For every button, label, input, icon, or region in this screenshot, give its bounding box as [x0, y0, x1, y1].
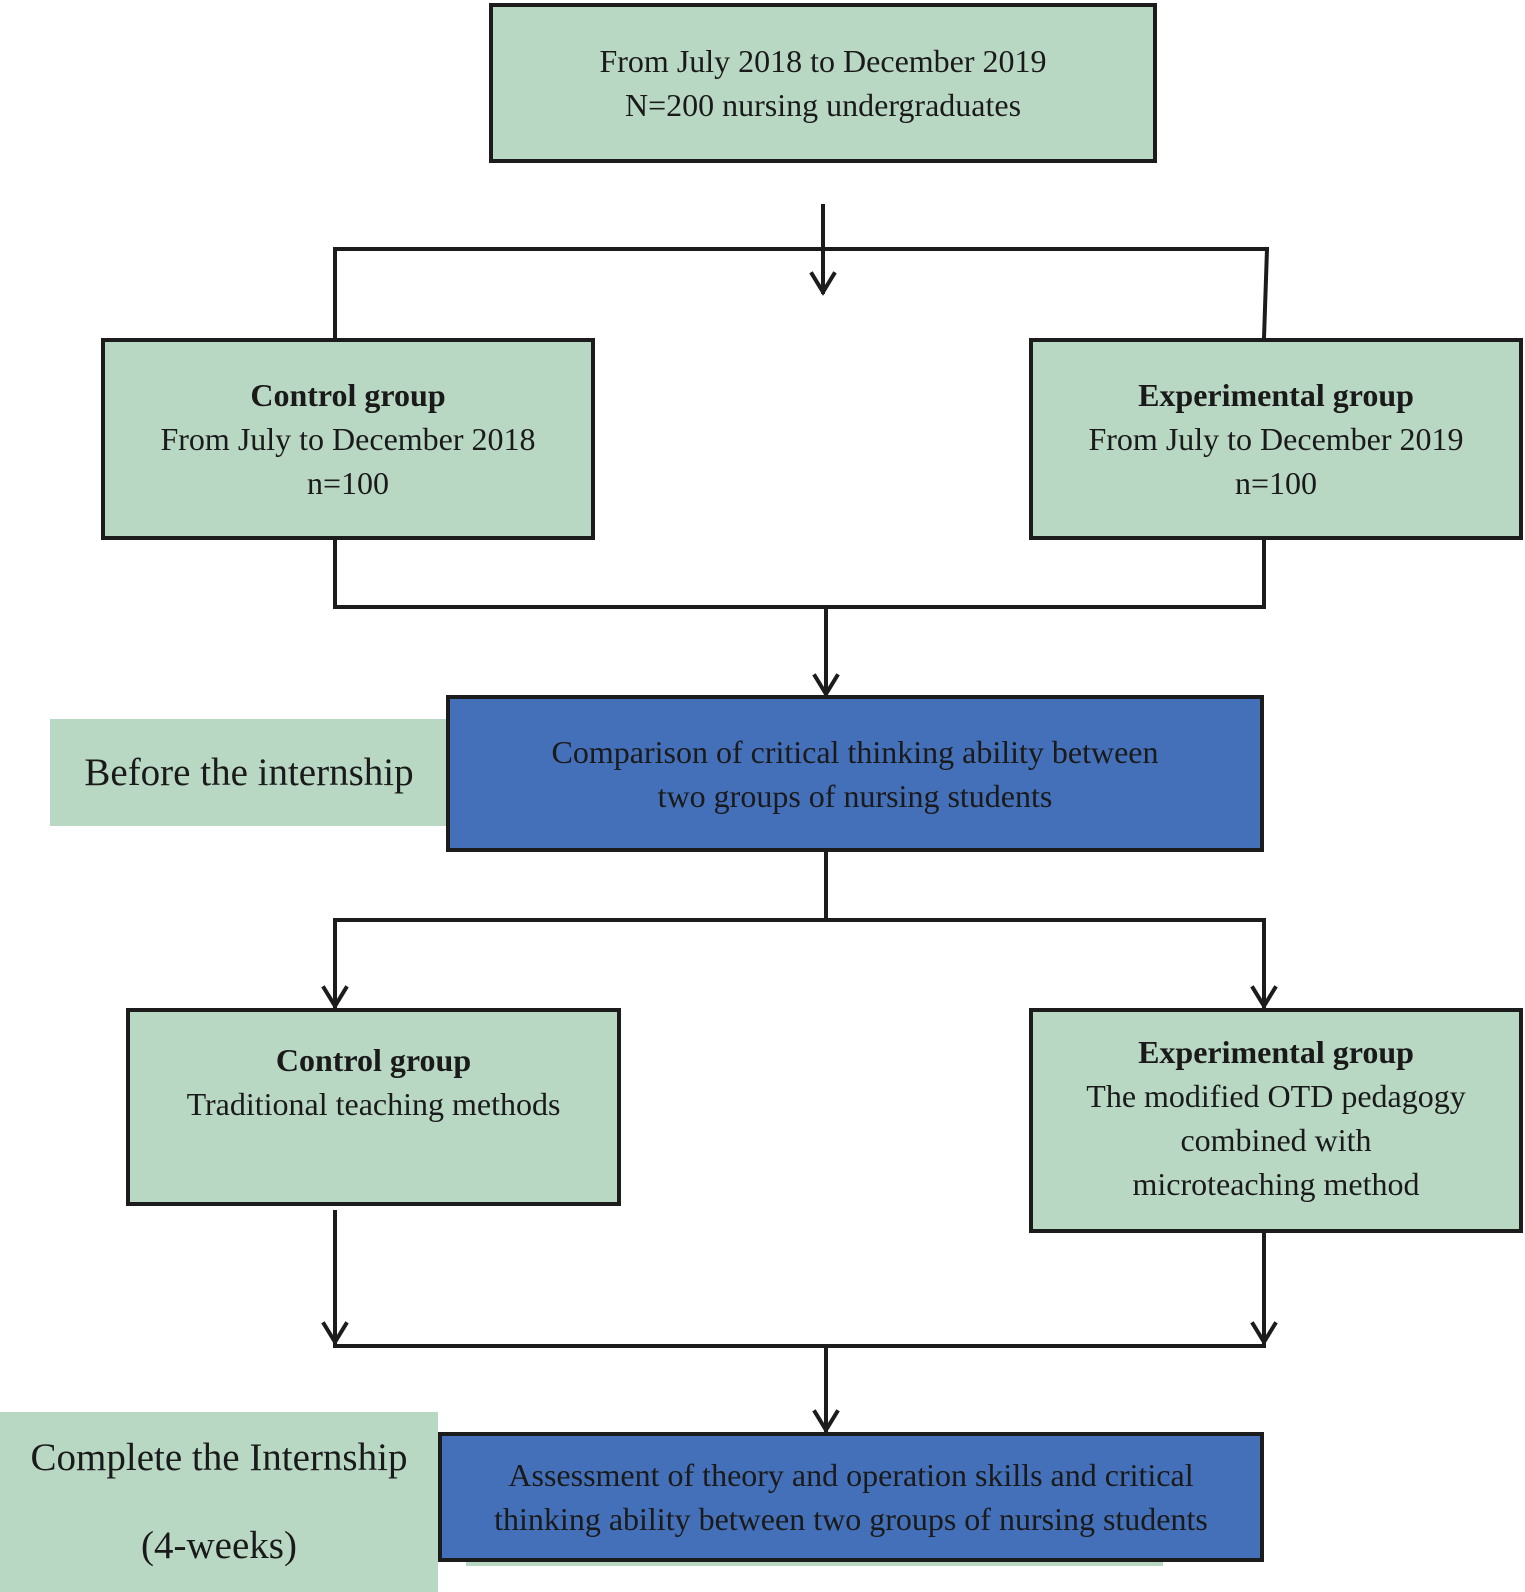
before-internship-text: Before the internship	[84, 750, 414, 794]
control-group-period: From July to December 2018	[160, 421, 536, 457]
population-period: From July 2018 to December 2019	[599, 43, 1047, 79]
experimental-method-line-3: microteaching method	[1132, 1165, 1420, 1202]
control-group-title-1: Control group	[250, 377, 446, 413]
experimental-group-box-2: Experimental group The modified OTD peda…	[1029, 1008, 1523, 1233]
assessment-line-2: thinking ability between two groups of n…	[494, 1501, 1208, 1537]
population-count: N=200 nursing undergraduates	[624, 87, 1022, 123]
control-group-count: n=100	[306, 465, 390, 501]
complete-internship-text: Complete the Internship	[30, 1436, 408, 1479]
assessment-box: Assessment of theory and operation skill…	[438, 1432, 1264, 1562]
control-group-box-1: Control group From July to December 2018…	[101, 338, 595, 540]
assessment-line-1: Assessment of theory and operation skill…	[508, 1457, 1194, 1493]
experimental-group-box-1: Experimental group From July to December…	[1029, 338, 1523, 540]
control-group-method: Traditional teaching methods	[186, 1086, 561, 1122]
comparison-box: Comparison of critical thinking ability …	[446, 695, 1264, 852]
experimental-method-line-2: combined with	[1180, 1121, 1372, 1158]
experimental-group-title-1: Experimental group	[1138, 377, 1414, 413]
before-internship-label: Before the internship	[50, 719, 448, 826]
experimental-group-count: n=100	[1234, 465, 1318, 501]
experimental-group-period: From July to December 2019	[1088, 421, 1464, 457]
control-group-title-2: Control group	[275, 1042, 472, 1078]
comparison-line-2: two groups of nursing students	[657, 777, 1053, 814]
experimental-group-title-2: Experimental group	[1138, 1033, 1414, 1070]
population-box: From July 2018 to December 2019 N=200 nu…	[489, 3, 1157, 163]
complete-internship-label: Complete the Internship (4-weeks)	[0, 1412, 438, 1592]
internship-duration: (4-weeks)	[141, 1524, 297, 1567]
control-group-box-2: Control group Traditional teaching metho…	[126, 1008, 621, 1206]
comparison-line-1: Comparison of critical thinking ability …	[551, 733, 1159, 770]
experimental-method-line-1: The modified OTD pedagogy	[1086, 1077, 1466, 1114]
